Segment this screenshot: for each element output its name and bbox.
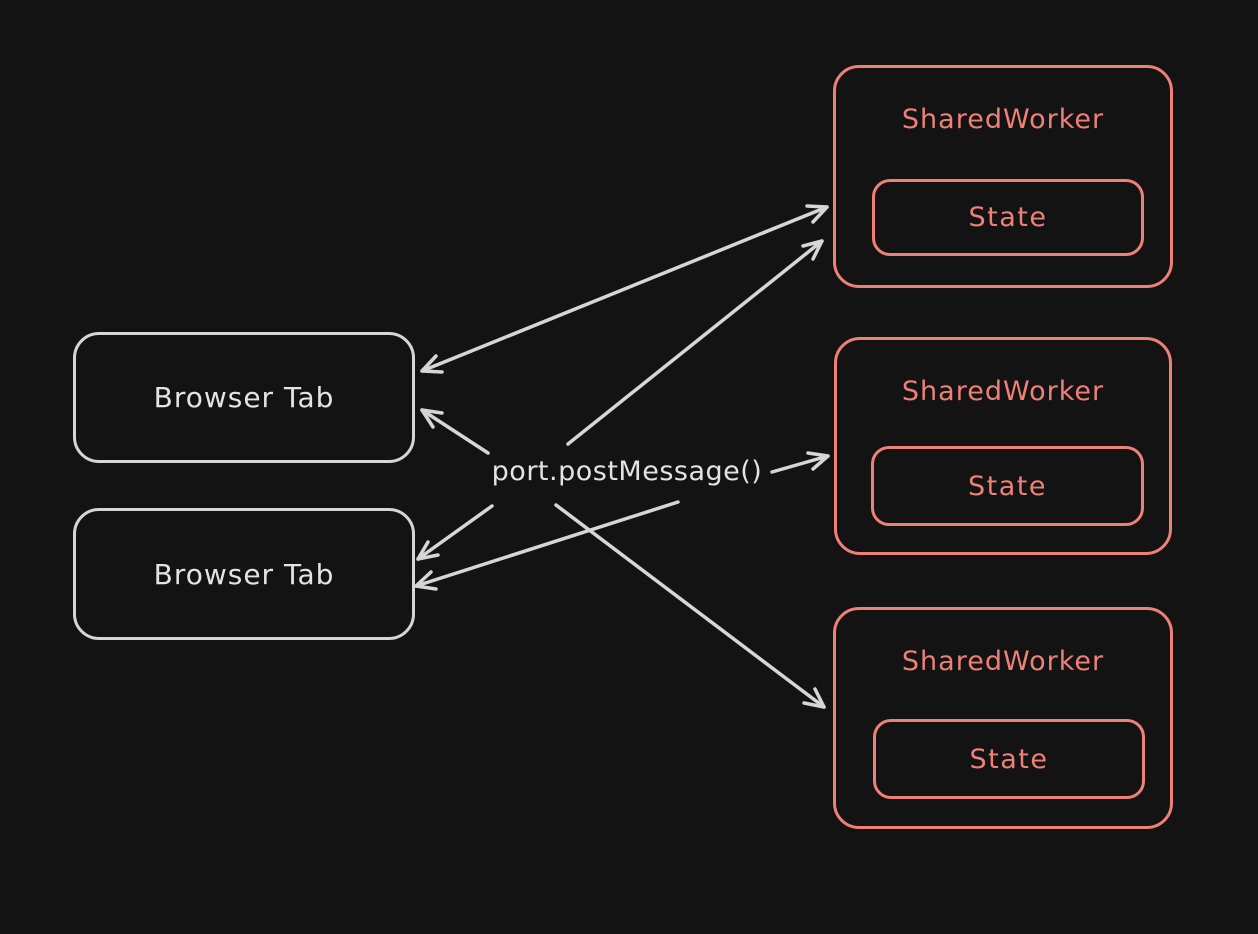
browser-tab-2[interactable]: Browser Tab bbox=[73, 508, 415, 640]
arrow-center-worker3[interactable] bbox=[554, 503, 826, 709]
arrow-shaft bbox=[420, 205, 829, 373]
shared-worker-2[interactable]: SharedWorker State bbox=[834, 337, 1172, 555]
arrow-tab1-worker1[interactable] bbox=[420, 204, 829, 374]
arrowhead-at-tab2 bbox=[416, 540, 440, 561]
browser-tab-1[interactable]: Browser Tab bbox=[73, 332, 415, 463]
arrow-center-tab1[interactable] bbox=[420, 408, 490, 455]
state-box-3-label: State bbox=[969, 743, 1049, 775]
arrowhead-at-tab2 bbox=[414, 570, 438, 591]
shared-worker-1[interactable]: SharedWorker State bbox=[833, 65, 1173, 288]
state-box-1[interactable]: State bbox=[872, 179, 1144, 256]
arrow-shaft bbox=[770, 454, 830, 474]
shared-worker-1-label: SharedWorker bbox=[901, 104, 1105, 135]
arrow-shaft bbox=[566, 239, 824, 446]
arrowhead-at-tab1 bbox=[420, 408, 444, 429]
arrow-shaft bbox=[416, 504, 494, 561]
state-box-3[interactable]: State bbox=[873, 719, 1145, 799]
arrowhead-at-worker1 bbox=[801, 239, 824, 261]
browser-tab-2-label: Browser Tab bbox=[153, 557, 335, 591]
arrowhead-at-worker3 bbox=[802, 687, 826, 709]
arrow-right-tab2[interactable] bbox=[414, 500, 680, 591]
arrow-center-worker2[interactable] bbox=[770, 451, 830, 474]
arrow-center-tab2[interactable] bbox=[416, 504, 494, 561]
arrow-shaft bbox=[420, 408, 490, 455]
state-box-2[interactable]: State bbox=[871, 446, 1144, 526]
arrowhead-at-worker1 bbox=[805, 204, 829, 224]
shared-worker-3[interactable]: SharedWorker State bbox=[833, 607, 1173, 829]
arrow-center-worker1[interactable] bbox=[566, 239, 824, 446]
arrow-shaft bbox=[414, 500, 680, 588]
arrow-shaft bbox=[554, 503, 826, 709]
state-box-1-label: State bbox=[968, 202, 1048, 233]
arrowhead-at-worker2 bbox=[806, 451, 830, 471]
shared-worker-3-label: SharedWorker bbox=[901, 646, 1105, 677]
browser-tab-1-label: Browser Tab bbox=[153, 381, 335, 414]
post-message-label[interactable]: port.postMessage() bbox=[491, 456, 763, 487]
shared-worker-2-label: SharedWorker bbox=[901, 376, 1105, 407]
state-box-2-label: State bbox=[968, 470, 1047, 502]
arrowhead-at-tab1 bbox=[420, 354, 444, 374]
